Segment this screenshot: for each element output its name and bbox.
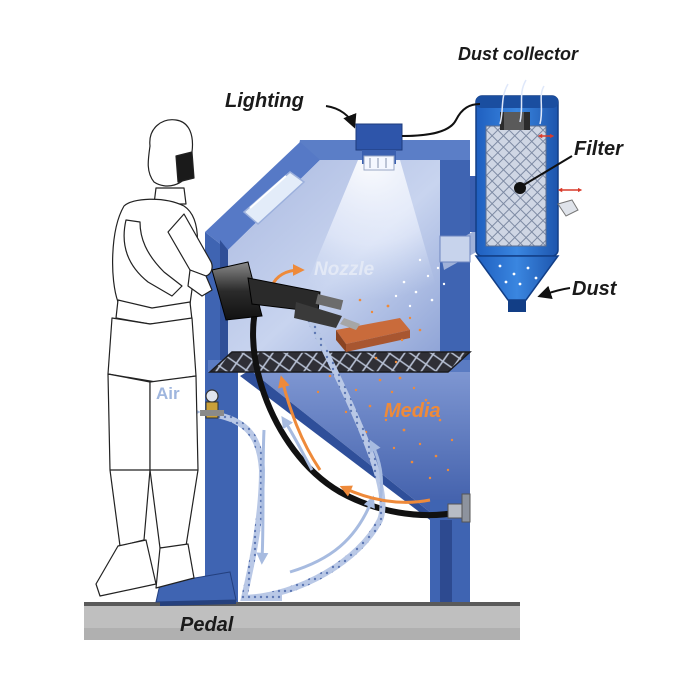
label-filter: Filter [574,138,623,160]
blast-nozzle [211,261,360,330]
operator-figure [95,119,213,597]
hose-coupler [447,493,471,523]
air-regulator [200,389,224,419]
label-pedal: Pedal [180,614,234,636]
work-grate [208,351,472,373]
label-dust-collector: Dust collector [458,44,579,64]
light-cable [401,103,481,137]
label-lighting: Lighting [225,90,304,112]
light-beam [300,160,440,300]
ground [84,602,520,640]
blast-hose [250,290,461,519]
foot-pedal [155,571,237,606]
air-flow-arrows [256,416,384,574]
dust-collector [474,79,583,312]
workpiece [336,318,410,352]
lighting-fixture [355,123,403,171]
label-media: Media [384,400,441,422]
label-dust: Dust [572,278,617,300]
label-air: Air [156,384,180,403]
media-particles [316,298,454,480]
label-nozzle: Nozzle [314,259,375,280]
filter-shaker-handle [557,199,579,217]
pointer-arrows [325,105,573,300]
dust-particles [394,258,446,308]
